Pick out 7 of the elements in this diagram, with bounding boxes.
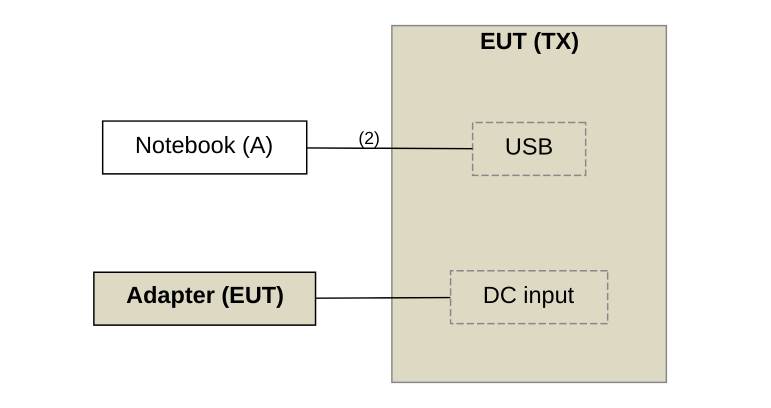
node-box: Adapter (EUT) [92, 272, 316, 326]
node-box: Notebook (A) [101, 120, 307, 175]
edge-label: (2) [358, 128, 380, 148]
connector [306, 147, 472, 150]
node-box: USB [471, 122, 586, 176]
node-box: DC input [449, 270, 608, 324]
connector [315, 296, 450, 299]
